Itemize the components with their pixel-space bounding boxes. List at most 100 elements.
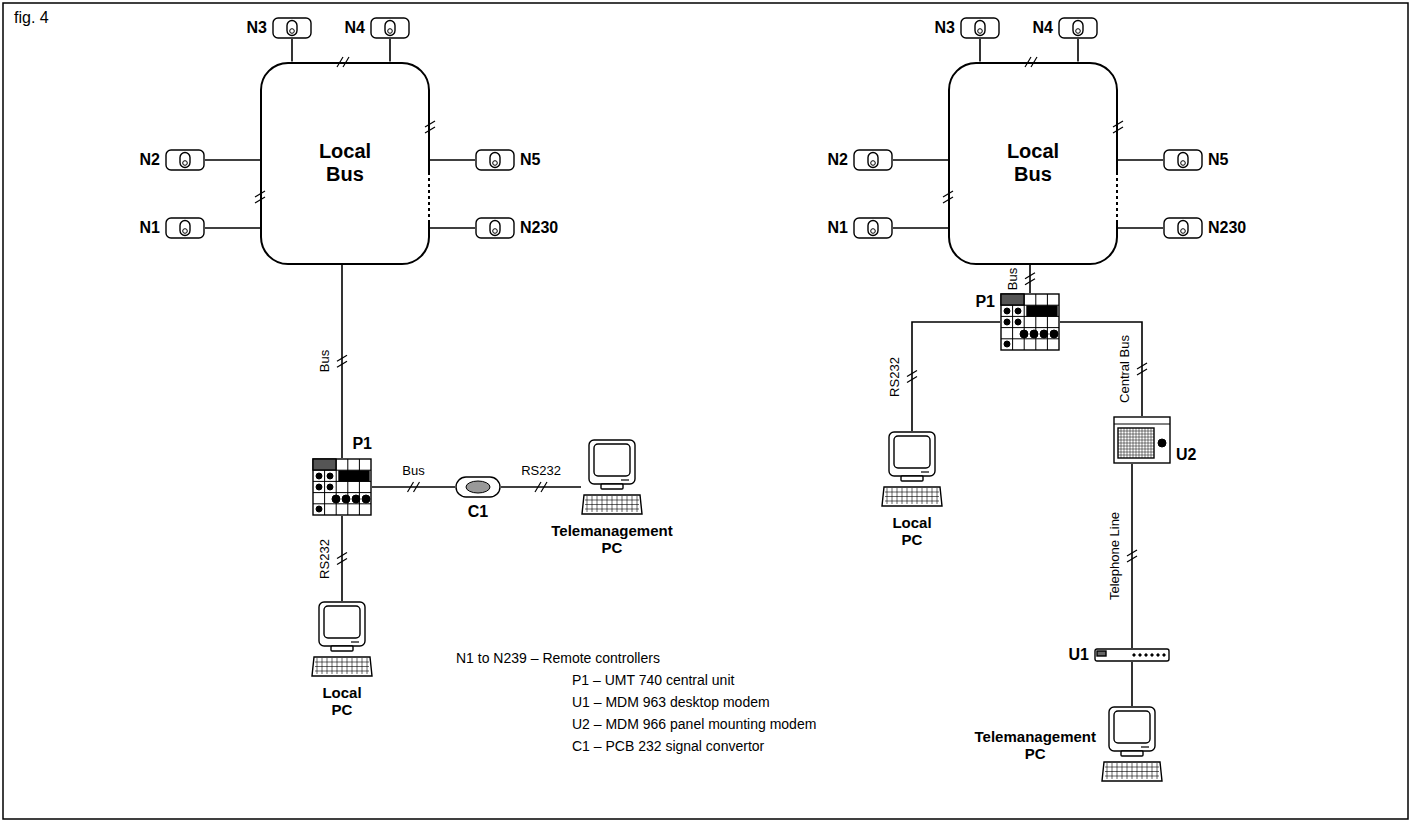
- drawing-line: [1112, 763, 1113, 779]
- drawing-circle: [1163, 654, 1165, 656]
- drawing-circle: [290, 29, 295, 34]
- drawing-rect: [894, 436, 930, 468]
- bus-connector: [389, 39, 391, 62]
- remote-controller-icon: [165, 217, 205, 239]
- device-label: N3: [247, 19, 267, 37]
- drawing-line: [1118, 449, 1154, 450]
- computer-shape: [881, 431, 943, 509]
- remote-controller: N2: [140, 149, 205, 171]
- drawing-line: [1001, 338, 1059, 339]
- local-bus: Local Bus: [260, 62, 430, 265]
- drawing-line: [907, 488, 908, 504]
- drawing-rect: [1095, 649, 1169, 661]
- bus-slash-mark: [1137, 369, 1147, 375]
- drawing-rect: [1114, 417, 1170, 463]
- signal-convertor-shape: [455, 476, 501, 498]
- drawing-circle: [1181, 161, 1186, 166]
- central-unit: P1: [975, 293, 1060, 351]
- central-unit: P1: [312, 435, 372, 516]
- drawing-rect: [1178, 221, 1188, 236]
- drawing-rect: [1097, 651, 1106, 656]
- drawing-line: [332, 658, 333, 674]
- drawing-circle: [316, 484, 322, 490]
- remote-controller: N3: [935, 17, 1000, 39]
- drawing-line: [1118, 440, 1154, 441]
- remote-controller-shape: [1163, 217, 1203, 239]
- drawing-circle: [327, 473, 333, 479]
- dotted-bus-segment: [428, 172, 430, 222]
- drawing-rect: [371, 18, 409, 38]
- bus-slash-mark: [541, 482, 547, 492]
- device-label: N230: [520, 219, 558, 237]
- central-unit-shape: [312, 458, 372, 516]
- connector-label: Bus: [1005, 266, 1021, 292]
- drawing-line: [1142, 763, 1143, 779]
- drawing-rect: [313, 459, 371, 515]
- remote-controller-icon: [853, 217, 893, 239]
- computer-shape: [1101, 706, 1163, 784]
- drawing-line: [617, 496, 618, 512]
- bus-slash-mark: [337, 553, 347, 559]
- drawing-line: [1118, 434, 1154, 435]
- central-unit-icon: [312, 458, 372, 516]
- device-label: N2: [828, 151, 848, 169]
- computer-icon: [311, 601, 373, 679]
- drawing-circle: [1030, 330, 1038, 338]
- drawing-circle: [388, 29, 393, 34]
- drawing-line: [1118, 431, 1154, 432]
- drawing-circle: [1015, 319, 1021, 325]
- remote-controller-shape: [475, 217, 515, 239]
- key-text: C1 – PCB 232 signal convertor: [572, 738, 764, 754]
- drawing-rect: [1059, 18, 1097, 38]
- drawing-line: [337, 658, 338, 674]
- bus-label: Local Bus: [1007, 140, 1059, 186]
- bus-slash-mark: [907, 371, 917, 377]
- drawing-path: [582, 495, 642, 514]
- drawing-line: [1118, 437, 1154, 438]
- drawing-line: [425, 127, 435, 133]
- drawing-line: [892, 488, 893, 504]
- bus-slash-mark: [408, 482, 414, 492]
- bus-connector: [1029, 265, 1031, 294]
- drawing-rect: [1109, 707, 1155, 751]
- device-label: U2: [1176, 446, 1196, 464]
- bus-connector: [979, 39, 981, 62]
- drawing-rect: [594, 444, 630, 476]
- drawing-line: [1122, 763, 1123, 779]
- drawing-line: [425, 121, 435, 127]
- bus-connector: [1118, 159, 1163, 161]
- drawing-line: [1107, 763, 1108, 779]
- drawing-rect: [961, 18, 999, 38]
- remote-controller-shape: [960, 17, 1000, 39]
- remote-controller-shape: [853, 149, 893, 171]
- drawing-circle: [871, 229, 876, 234]
- drawing-rect: [1121, 751, 1143, 756]
- remote-controller-shape: [370, 17, 410, 39]
- drawing-line: [1047, 294, 1048, 350]
- bus-connector: [205, 159, 260, 161]
- drawing-line: [917, 488, 918, 504]
- drawing-ellipse: [466, 481, 490, 493]
- signal-convertor-icon: [455, 476, 501, 498]
- bus-slash-mark: [414, 482, 420, 492]
- device-label: Local PC: [892, 514, 931, 549]
- bus-connector: [1131, 662, 1133, 706]
- drawing-rect: [166, 150, 204, 170]
- drawing-rect: [180, 221, 190, 236]
- drawing-rect: [854, 150, 892, 170]
- device-label: Telemanagement PC: [975, 728, 1096, 763]
- drawing-circle: [183, 229, 188, 234]
- bus-label: Local Bus: [319, 140, 371, 186]
- drawing-line: [621, 479, 629, 480]
- drawing-rect: [180, 153, 190, 168]
- remote-controller: N3: [247, 17, 312, 39]
- drawing-circle: [327, 484, 333, 490]
- drawing-line: [359, 459, 360, 515]
- key-text: U2 – MDM 966 panel mounting modem: [572, 716, 816, 732]
- bus-connector: [1060, 322, 1142, 416]
- drawing-rect: [601, 484, 623, 489]
- desktop-modem-icon: [1094, 648, 1170, 662]
- drawing-circle: [1040, 330, 1048, 338]
